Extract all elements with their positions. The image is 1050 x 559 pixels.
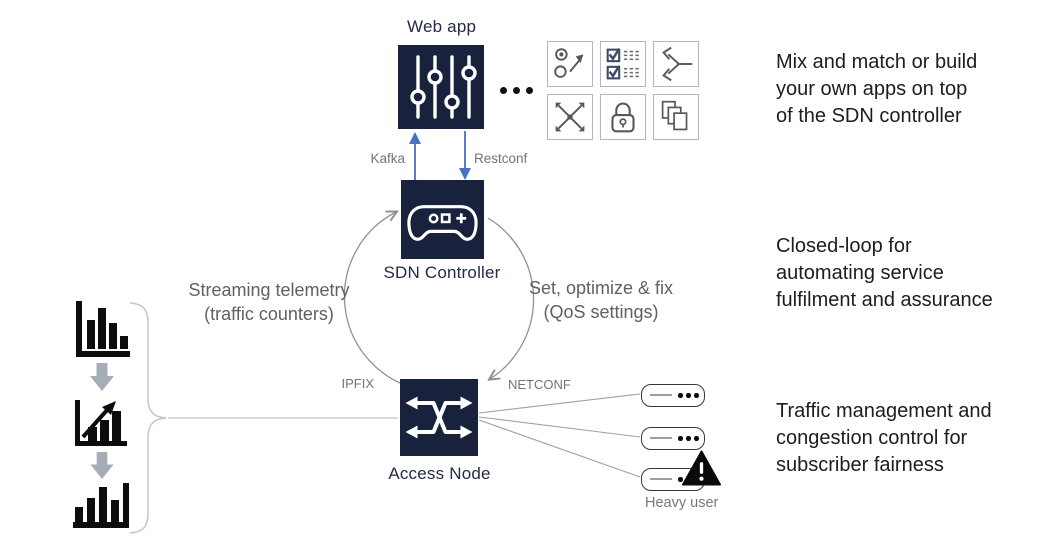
annotation-traffic-line1: Traffic management and [776, 400, 992, 422]
restconf-label: Restconf [474, 151, 528, 166]
control-arc [488, 217, 535, 379]
annotation-apps: Mix and match or build your own apps on … [776, 49, 977, 130]
control-label: Set, optimize & fix (QoS settings) [490, 276, 712, 324]
warning-icon [682, 450, 721, 486]
kafka-arrow [409, 132, 421, 181]
trend-chart-icon [75, 400, 127, 446]
telemetry-label: Streaming telemetry (traffic counters) [158, 278, 380, 326]
netconf-label: NETCONF [508, 377, 571, 392]
annotation-apps-line1: Mix and match or build [776, 51, 978, 73]
split-arrows-icon [653, 41, 699, 87]
access-node-label: Access Node [388, 464, 491, 483]
modem-dot [678, 436, 683, 441]
modem-line [650, 437, 672, 439]
modem-dot [678, 477, 683, 482]
bar-chart-right-axis-icon [73, 483, 129, 528]
annotation-closed-loop-line1: Closed-loop for [776, 235, 912, 257]
flow-brace [129, 302, 167, 534]
web-app-label: Web app [407, 17, 477, 36]
subscriber-line [478, 416, 641, 438]
down-arrow-icon [90, 452, 114, 479]
gamepad-icon [407, 205, 478, 241]
annotation-closed-loop-line3: fulfilment and assurance [776, 289, 993, 311]
modem-dot [694, 393, 699, 398]
telemetry-arc [343, 212, 415, 389]
ipfix-label: IPFIX [341, 376, 374, 391]
ab-test-icon [547, 41, 593, 87]
annotation-traffic: Traffic management and congestion contro… [776, 398, 992, 479]
annotation-closed-loop: Closed-loop for automating service fulfi… [776, 233, 993, 314]
subscriber-line [478, 393, 641, 414]
sdn-controller-node [401, 180, 484, 259]
heavy-user-label: Heavy user [645, 495, 719, 511]
crossbar-switch-icon [405, 396, 473, 439]
cross-arrows-icon [547, 94, 593, 140]
modem-dot [694, 436, 699, 441]
subscriber-line [478, 419, 641, 478]
control-label-line2: (QoS settings) [543, 302, 659, 322]
down-arrow-icon [90, 363, 114, 391]
telemetry-label-line1: Streaming telemetry [188, 280, 350, 300]
ellipsis-icon [500, 87, 533, 94]
annotation-apps-line3: of the SDN controller [776, 105, 962, 127]
modem-line [650, 394, 672, 396]
control-label-line1: Set, optimize & fix [528, 278, 674, 298]
sdn-controller-label: SDN Controller [383, 263, 501, 282]
annotation-closed-loop-line2: automating service [776, 262, 944, 284]
lock-icon [600, 94, 646, 140]
modem-line [650, 478, 672, 480]
modem-dot [686, 436, 691, 441]
annotation-apps-line2: your own apps on top [776, 78, 968, 100]
copies-icon [653, 94, 699, 140]
access-node [400, 379, 478, 456]
app-icon-grid [547, 41, 699, 140]
checklist-icon [600, 41, 646, 87]
kafka-label: Kafka [370, 151, 405, 166]
modem-dot [686, 393, 691, 398]
subscriber-modem [641, 427, 705, 450]
web-app-node [398, 45, 484, 129]
subscriber-modem [641, 384, 705, 407]
bar-chart-icon [76, 301, 130, 357]
telemetry-label-line2: (traffic counters) [204, 304, 334, 324]
annotation-traffic-line3: subscriber fairness [776, 454, 944, 476]
sliders-icon [410, 55, 477, 119]
restconf-arrow [459, 131, 471, 180]
annotation-traffic-line2: congestion control for [776, 427, 968, 449]
modem-dot [678, 393, 683, 398]
